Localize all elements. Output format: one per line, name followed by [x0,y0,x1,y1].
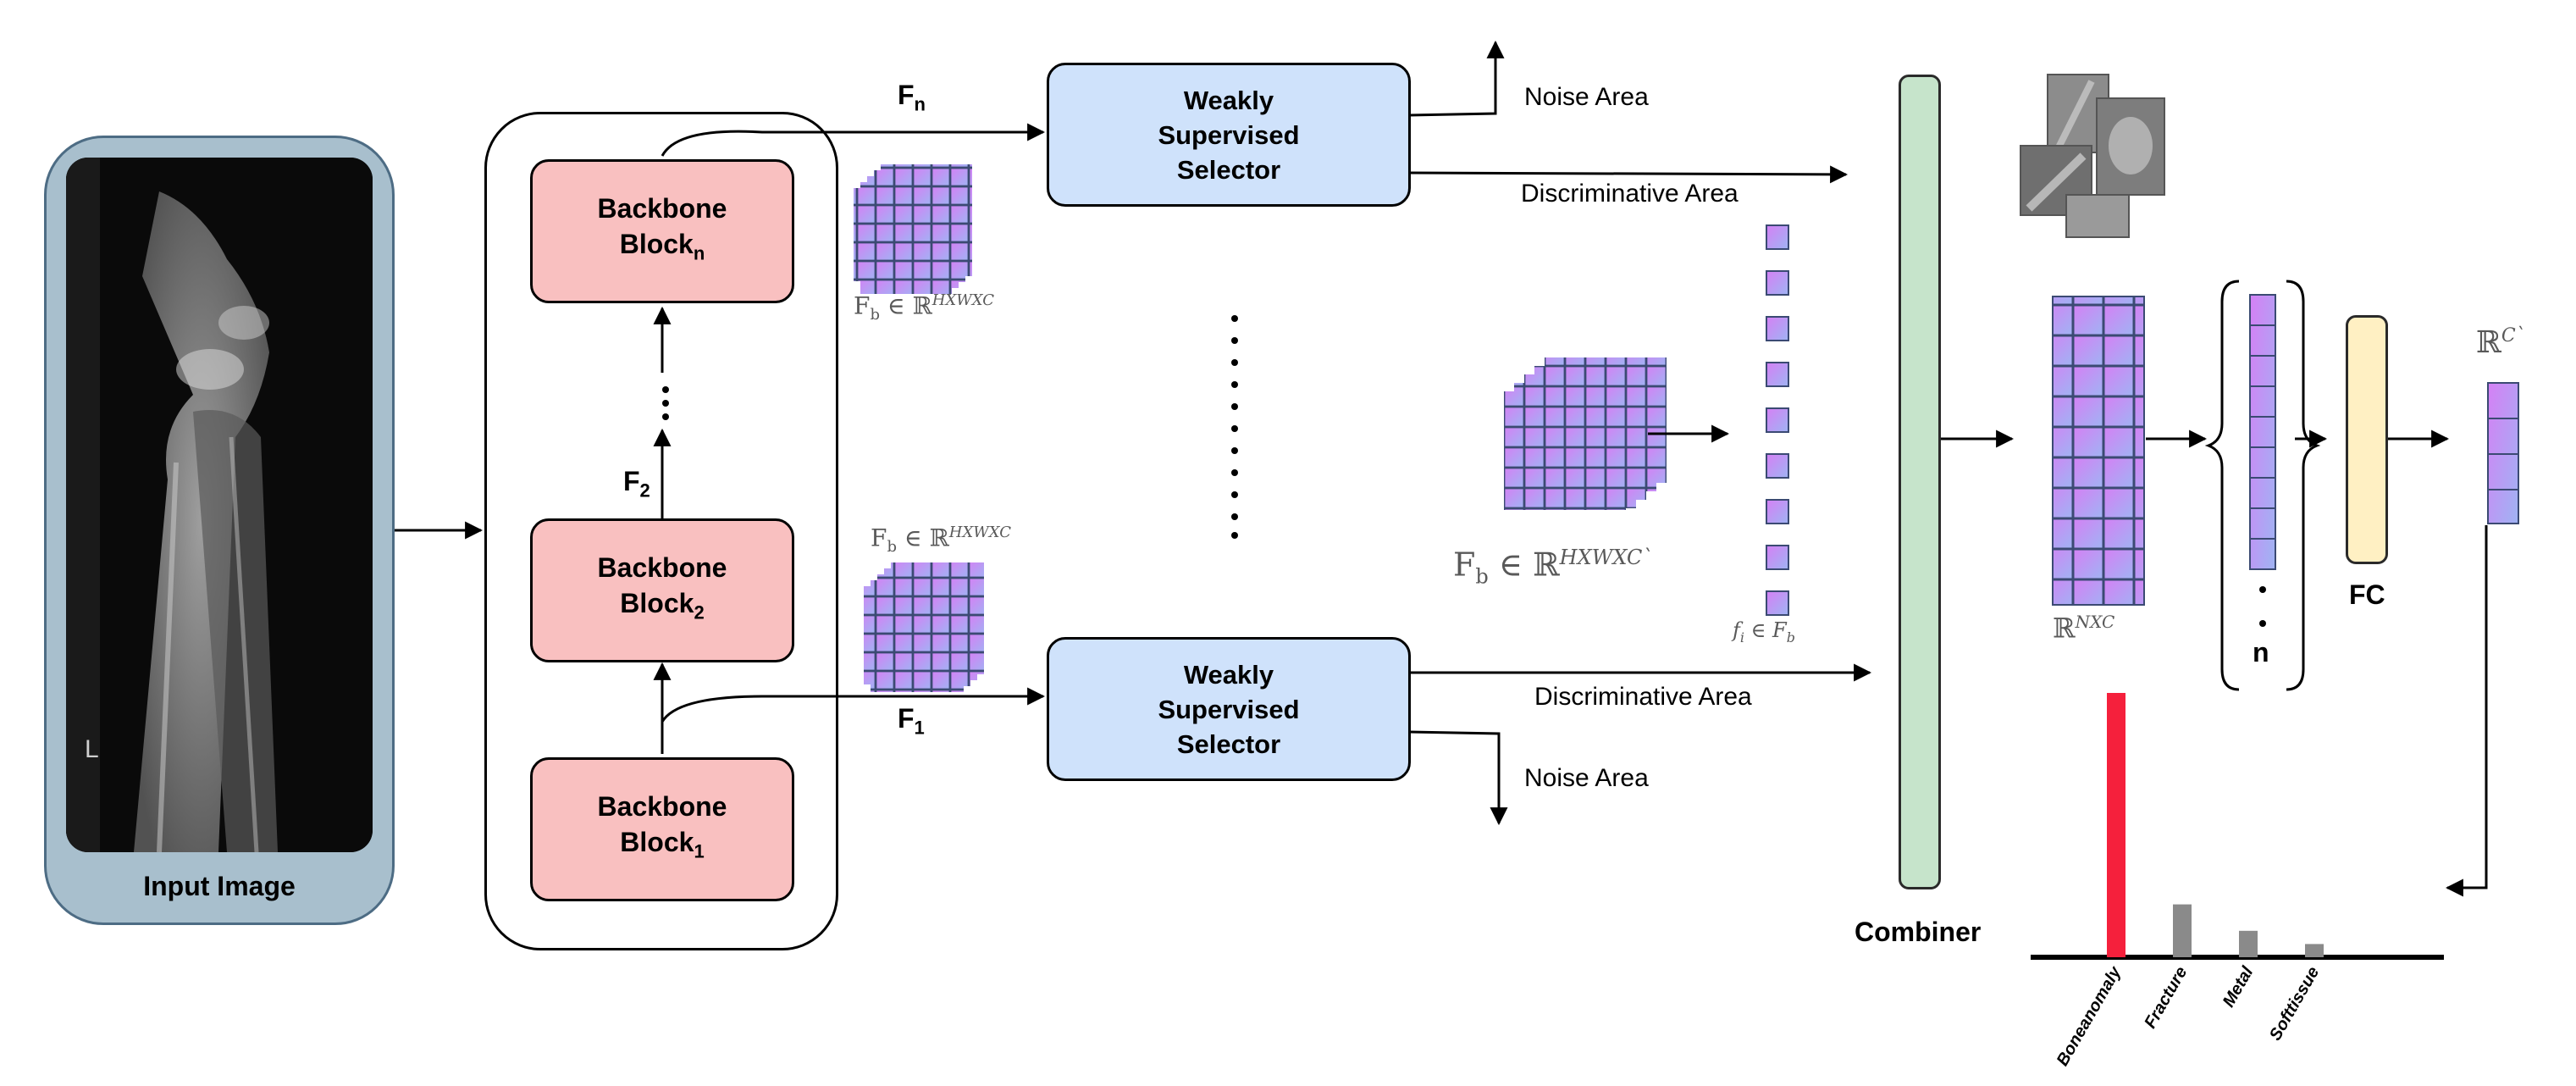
tick-label-boneanomaly: Boneanomaly [2054,963,2125,1069]
bar-boneanomaly [2107,693,2125,957]
tick-label-fracture: Fracture [2141,964,2191,1032]
xray-marker: L [85,735,99,763]
ellipsis-dots [1231,315,1238,539]
bar-fracture [2173,904,2192,957]
backbone-block-2: Backbone Block2 [530,518,794,662]
tick-label-metal: Metal [2219,963,2258,1011]
output-vector [2487,382,2519,524]
bar-softtissue [2305,944,2324,957]
fi-label: fi ∈ Fb [1733,618,1795,646]
backbone-dots [662,386,669,420]
feature-f2-label: F2 [623,466,650,501]
left-brace [2204,280,2240,691]
feature-f1-label: F1 [898,703,925,739]
xray-photo: L [66,158,373,852]
noise-area-top-label: Noise Area [1524,83,1649,111]
feature-stack-middle [1504,357,1667,510]
weakly-supervised-selector-bottom: Weakly Supervised Selector [1047,637,1411,781]
fb-middle-label: Fb ∈ ℝHXWXC` [1453,546,1653,589]
backbone-block-1: Backbone Block1 [530,757,794,901]
fb-top-label: Fb ∈ ℝHXWXC [854,291,995,324]
feature-stack-bottom [864,562,984,692]
discriminative-patches [2020,74,2165,238]
connectors [395,40,2488,897]
feature-stack-top [854,164,972,294]
combiner-block [1899,75,1941,889]
fb-bottom-label: Fb ∈ ℝHXWXC [871,524,1012,556]
discriminative-area-top-label: Discriminative Area [1521,180,1739,208]
n-vector [2249,294,2276,627]
feature-vector-column [1766,224,1789,616]
tick-label-softtissue: Softtissue [2266,964,2323,1044]
input-image-label: Input Image [143,871,296,901]
combiner-label: Combiner [1855,917,1982,947]
right-brace [2286,280,2321,691]
noise-area-bottom-label: Noise Area [1524,764,1649,792]
nxc-label: ℝNXC [2053,612,2115,645]
n-label: n [2253,637,2269,668]
weakly-supervised-selector-top: Weakly Supervised Selector [1047,63,1411,207]
fc-label: FC [2349,579,2385,610]
combined-matrix [2052,296,2145,606]
feature-fn-label: Fn [898,80,926,115]
backbone-group [484,112,838,950]
backbone-block-n: Backbone Blockn [530,159,794,303]
fc-block [2346,315,2388,564]
cprime-label: ℝC` [2476,325,2525,360]
discriminative-area-bottom-label: Discriminative Area [1534,683,1752,711]
bar-metal [2239,930,2258,957]
